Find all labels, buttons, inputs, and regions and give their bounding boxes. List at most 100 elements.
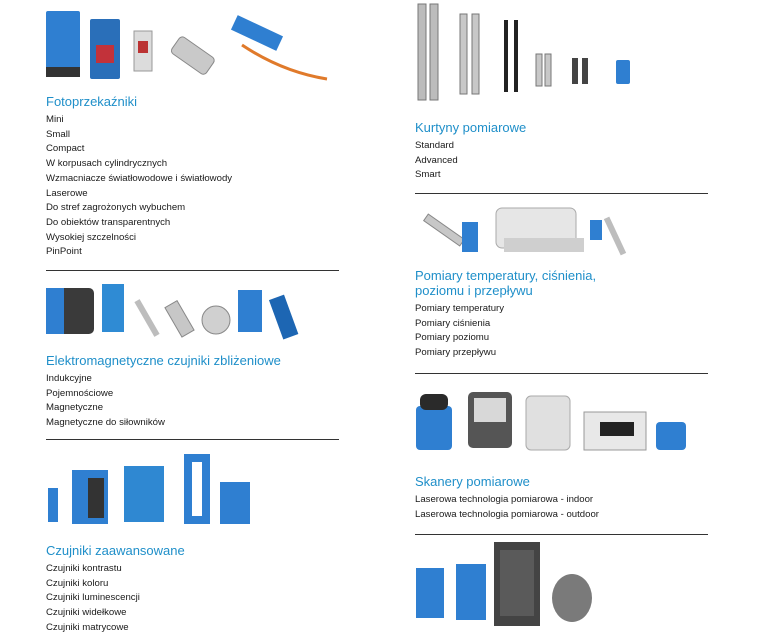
vision-3-face [500,550,534,616]
sensor-mini-lens [138,41,148,53]
proximity-sensors-image [46,284,299,340]
section-divider [46,270,339,271]
sensor-base [46,67,80,77]
sensor-lens [96,45,114,63]
pressure-sensor [590,220,602,240]
item-list: Laserowa technologia pomiarowa - indoor … [415,493,599,522]
list-item: Czujniki koloru [46,577,109,589]
list-item: Pomiary temperatury [415,303,505,314]
scanner-1-head [420,394,448,410]
section-title: Elektromagnetyczne czujniki zbliżeniowe [46,353,281,368]
section-divider [415,193,708,194]
curtain-2 [429,3,439,101]
list-item: Standard [415,140,454,151]
list-item: Advanced [415,154,458,166]
item-list: Indukcyjne Pojemnościowe Magnetyczne Mag… [46,372,281,431]
list-item: Laserowe [46,187,88,199]
sensor-barrel-2 [201,305,231,335]
photoelectric-sensors-image [46,11,328,81]
section-title: Kurtyny pomiarowe [415,120,527,135]
sensor-rect [102,284,124,332]
list-item: Magnetyczne [46,402,104,414]
list-item: Magnetyczne do siłowników [46,417,165,429]
fiber-amplifier [230,15,284,51]
list-item: Indukcyjne [46,373,92,384]
curtain-10 [582,58,588,84]
curtain-5 [504,20,508,92]
list-item: Compact [46,143,85,155]
curtain-9 [572,58,578,84]
vision-1 [416,568,444,618]
scanner-1 [416,406,452,450]
list-item: Wzmacniacze światłowodowe i światłowody [46,172,233,184]
item-list: Czujniki kontrastu Czujniki koloru Czujn… [46,562,185,636]
handheld-scanner [552,574,592,622]
item-list: Standard Advanced Smart [415,139,526,183]
section-title: Fotoprzekaźniki [46,94,138,109]
light-curtains-image [417,3,630,101]
curtain-6 [514,20,518,92]
color-sensor-face [88,478,104,518]
section-skanery: Skanery pomiarowe Laserowa technologia p… [415,474,599,522]
scanner-3 [525,395,571,451]
scanner-4 [583,411,647,451]
section-fotoprzekazniki: Fotoprzekaźniki Mini Small Compact W kor… [46,94,232,260]
list-item: Pomiary poziomu [415,332,490,344]
vision-2 [456,564,486,620]
contrast-sensor [48,488,58,522]
probe-1 [422,213,466,247]
item-list: Pomiary temperatury Pomiary ciśnienia Po… [415,302,645,361]
item-list: Mini Small Compact W korpusach cylindryc… [46,113,232,260]
curtain-8 [544,53,552,87]
list-item: Czujniki matrycowe [46,621,129,633]
list-item: Pomiary przepływu [415,347,497,359]
list-item: Smart [415,169,441,181]
luminescence-sensor [124,466,164,522]
list-item: Czujniki kontrastu [46,563,122,574]
curtain-7 [535,53,543,87]
sensor-barrel-blue [268,294,299,340]
list-item: Wysokiej szczelności [46,231,137,243]
section-elektromagnetyczne: Elektromagnetyczne czujniki zbliżeniowe … [46,353,281,431]
process-sensors-image [422,207,627,256]
fiber-cable [241,43,328,81]
probe-2 [462,222,478,252]
sensor-small-block [46,11,80,77]
list-item: Do stref zagrożonych wybuchem [46,202,186,214]
section-divider [415,534,708,535]
list-item: Laserowa technologia pomiarowa - outdoor [415,508,599,520]
measurement-scanners-image [416,392,686,451]
section-divider [415,373,708,374]
section-title: Pomiary temperatury, ciśnienia, poziomu … [415,268,597,298]
vision-products-image [416,542,592,626]
scanner-4-window [600,422,634,436]
curtain-1 [417,3,427,101]
list-item: Small [46,128,70,140]
section-title: Czujniki zaawansowane [46,543,185,558]
section-pomiary: Pomiary temperatury, ciśnienia, poziomu … [415,268,645,361]
fork-gap [192,462,202,516]
advanced-sensors-image [48,454,250,524]
scanner-2-window [474,398,506,422]
array-sensor [220,482,250,524]
curtain-3 [459,13,468,95]
sensor-magnetic [238,290,262,332]
scanner-5 [656,422,686,450]
section-zaawansowane: Czujniki zaawansowane Czujniki kontrastu… [46,543,185,636]
level-sensor-base [504,238,584,252]
section-kurtyny: Kurtyny pomiarowe Standard Advanced Smar… [415,120,526,183]
section-divider [46,439,339,440]
curtain-4 [471,13,480,95]
sensor-probe [134,299,160,337]
list-item: Czujniki luminescencji [46,592,140,604]
section-title: Skanery pomiarowe [415,474,530,489]
list-item: Pojemnościowe [46,387,114,399]
list-item: W korpusach cylindrycznych [46,158,168,170]
list-item: Czujniki widełkowe [46,607,127,619]
list-item: Laserowa technologia pomiarowa - indoor [415,494,594,505]
sensor-cylindrical [170,36,215,75]
sensor-cube-face [46,288,64,334]
sensor-barrel-1 [164,299,195,338]
curtain-11 [616,60,630,84]
list-item: PinPoint [46,246,82,258]
